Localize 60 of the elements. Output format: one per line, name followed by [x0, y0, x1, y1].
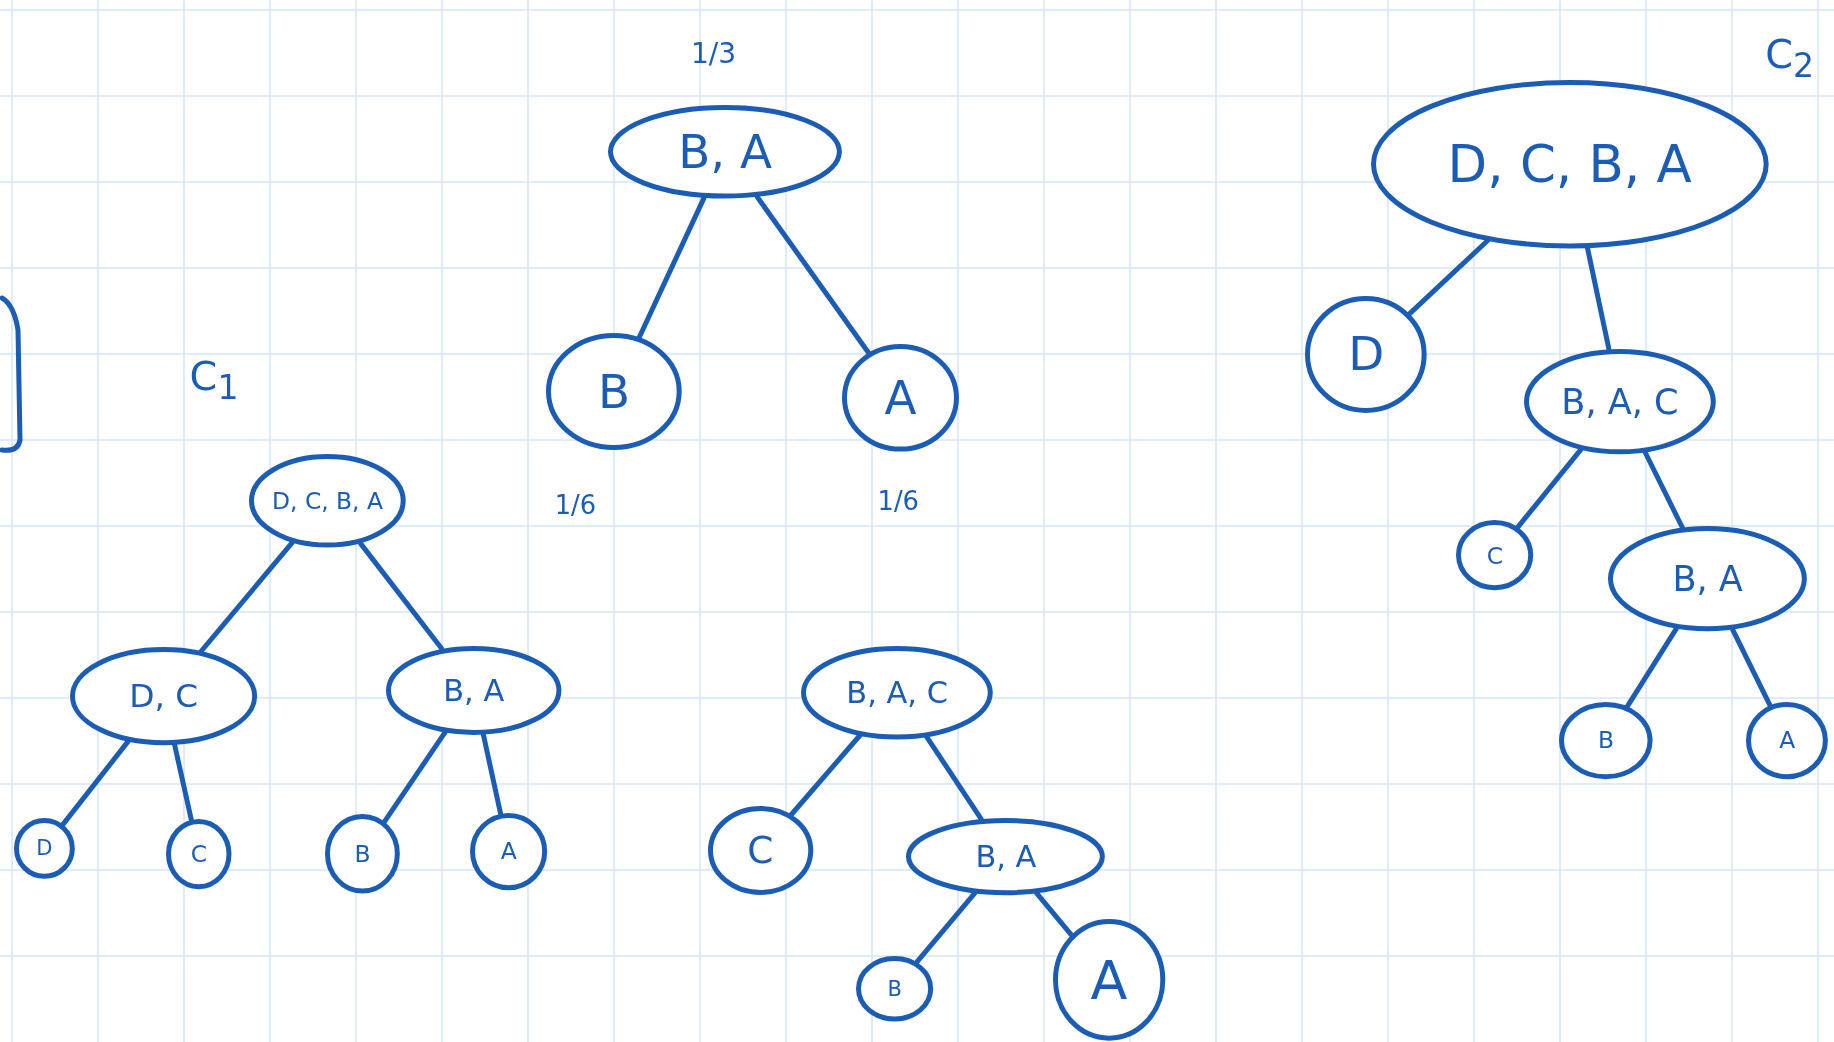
connector-line: [1407, 238, 1491, 317]
tree-label: C$_{2}$: [1765, 31, 1814, 86]
ellipse-node: [325, 814, 400, 894]
connector-line: [1625, 626, 1679, 709]
ellipse-node: [546, 333, 682, 451]
node-label: B, A, C: [1561, 380, 1679, 422]
node-label: A: [1779, 726, 1796, 755]
node-label: C: [190, 839, 207, 868]
node-label: B, A: [678, 125, 773, 180]
ellipse-node: [1052, 919, 1165, 1041]
ellipse-node: [1524, 348, 1716, 454]
ellipse-node: [608, 105, 843, 199]
ellipse-node: [470, 812, 548, 891]
node-label: D: [1348, 327, 1385, 382]
node-label: D, C: [129, 676, 199, 715]
ellipse-node: [1746, 701, 1829, 779]
node-label: B, A: [975, 838, 1037, 874]
ellipse-node: [801, 645, 993, 740]
node-label: B, A: [443, 672, 505, 708]
ellipse-node: [1456, 520, 1534, 591]
connector-line: [1033, 890, 1074, 938]
node-label: B: [1597, 726, 1614, 755]
connector-line: [357, 540, 445, 652]
node-label: B: [598, 364, 631, 419]
node-label: B: [354, 839, 371, 868]
ellipse-node: [707, 805, 813, 895]
node-label: A: [884, 370, 917, 425]
probability-label: 1/6: [554, 490, 597, 521]
node-label: A: [500, 837, 517, 866]
node-label: D: [36, 835, 53, 861]
connector-line: [914, 890, 978, 965]
connector-line: [1642, 449, 1686, 531]
node-label: D, C, B, A: [272, 486, 383, 515]
ellipse-node: [14, 817, 75, 879]
node-label: D, C, B, A: [1447, 133, 1692, 194]
probability-label: 1/3: [690, 36, 737, 70]
node-label: B, A: [1672, 558, 1743, 600]
ellipse-node: [385, 645, 562, 735]
connector-line: [1515, 446, 1584, 530]
tree-label: C$_{1}$: [189, 353, 239, 408]
ellipse-node: [856, 955, 934, 1022]
connector-line: [198, 539, 295, 654]
ellipse-node: [906, 817, 1106, 895]
ellipse-node: [842, 343, 960, 452]
ellipse-node: [1559, 701, 1653, 779]
ellipse-node: [70, 646, 258, 746]
ellipse-node: [249, 453, 406, 548]
ellipse-node: [1608, 526, 1808, 632]
node-label: C: [747, 828, 774, 873]
connector-line: [788, 733, 863, 817]
ellipse-node: [166, 818, 232, 889]
node-label: A: [1090, 948, 1128, 1012]
node-label: C: [1486, 541, 1503, 570]
node-label: B, A, C: [846, 674, 948, 710]
probability-label: 1/6: [877, 485, 919, 516]
connector-line: [754, 194, 871, 356]
ellipse-node: [1370, 79, 1769, 248]
ellipse-node: [1305, 295, 1427, 413]
node-label: B: [887, 975, 902, 1001]
connector-line: [1730, 627, 1773, 708]
